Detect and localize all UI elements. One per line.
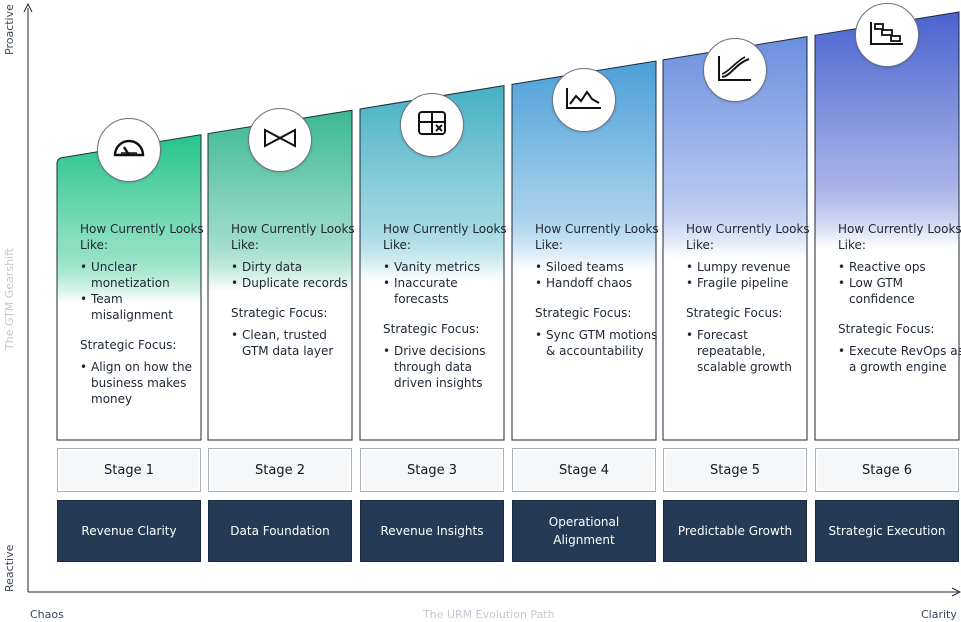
strategic-focus-heading: Strategic Focus: bbox=[80, 338, 177, 352]
current-list: Dirty dataDuplicate records bbox=[231, 259, 357, 291]
current-list: Siloed teamsHandoff chaos bbox=[535, 259, 661, 291]
focus-list: Sync GTM motions & accountability bbox=[535, 327, 661, 359]
table-x-icon bbox=[417, 110, 447, 141]
current-list: Unclear monetizationTeam misalignment bbox=[80, 259, 206, 323]
stage-title-6: Strategic Execution bbox=[815, 500, 959, 562]
stage-icon-circle-3 bbox=[400, 93, 464, 157]
focus-list: Align on how the business makes money bbox=[80, 359, 206, 407]
focus-item: Align on how the business makes money bbox=[80, 359, 206, 407]
current-heading: How Currently Looks Like: bbox=[535, 222, 659, 252]
current-item: Dirty data bbox=[231, 259, 357, 275]
stage-label-6: Stage 6 bbox=[815, 448, 959, 492]
focus-list: Drive decisions through data driven insi… bbox=[383, 343, 509, 391]
strategic-focus-heading: Strategic Focus: bbox=[383, 322, 480, 336]
strategic-focus-heading: Strategic Focus: bbox=[838, 322, 935, 336]
current-item: Fragile pipeline bbox=[686, 275, 812, 291]
current-heading: How Currently Looks Like: bbox=[686, 222, 810, 252]
growth-curve-icon bbox=[717, 54, 753, 87]
axis-label-clarity: Clarity bbox=[921, 608, 957, 621]
current-list: Lumpy revenueFragile pipeline bbox=[686, 259, 812, 291]
axis-label-proactive: Proactive bbox=[3, 4, 16, 55]
gantt-icon bbox=[869, 20, 905, 51]
stage-title-2: Data Foundation bbox=[208, 500, 352, 562]
stage-description-4: How Currently Looks Like: Siloed teamsHan… bbox=[535, 221, 661, 359]
x-axis-arrow bbox=[951, 587, 961, 597]
gauge-icon bbox=[112, 137, 146, 164]
focus-list: Forecast repeatable, scalable growth bbox=[686, 327, 812, 375]
stage-description-1: How Currently Looks Like: Unclear monetiz… bbox=[80, 221, 206, 407]
current-item: Siloed teams bbox=[535, 259, 661, 275]
stage-description-5: How Currently Looks Like: Lumpy revenueFr… bbox=[686, 221, 812, 375]
strategic-focus-heading: Strategic Focus: bbox=[686, 306, 783, 320]
strategic-focus-heading: Strategic Focus: bbox=[535, 306, 632, 320]
focus-list: Execute RevOps as a growth engine bbox=[838, 343, 961, 375]
stage-description-3: How Currently Looks Like: Vanity metricsI… bbox=[383, 221, 509, 391]
line-chart-icon bbox=[565, 86, 603, 115]
stage-description-6: How Currently Looks Like: Reactive opsLow… bbox=[838, 221, 961, 375]
current-list: Vanity metricsInaccurate forecasts bbox=[383, 259, 509, 307]
stage-title-5: Predictable Growth bbox=[663, 500, 807, 562]
current-item: Duplicate records bbox=[231, 275, 357, 291]
stage-icon-circle-5 bbox=[703, 38, 767, 102]
focus-item: Sync GTM motions & accountability bbox=[535, 327, 661, 359]
focus-list: Clean, trusted GTM data layer bbox=[231, 327, 357, 359]
current-heading: How Currently Looks Like: bbox=[231, 222, 355, 252]
focus-item: Clean, trusted GTM data layer bbox=[231, 327, 357, 359]
current-item: Inaccurate forecasts bbox=[383, 275, 509, 307]
stage-title-4: Operational Alignment bbox=[512, 500, 656, 562]
y-axis-arrow bbox=[23, 2, 33, 13]
focus-item: Execute RevOps as a growth engine bbox=[838, 343, 961, 375]
focus-item: Drive decisions through data driven insi… bbox=[383, 343, 509, 391]
current-heading: How Currently Looks Like: bbox=[838, 222, 961, 252]
current-item: Unclear monetization bbox=[80, 259, 206, 291]
axis-label-gtm-gearshift: The GTM Gearshift bbox=[3, 247, 16, 350]
current-item: Reactive ops bbox=[838, 259, 961, 275]
stage-label-5: Stage 5 bbox=[663, 448, 807, 492]
current-heading: How Currently Looks Like: bbox=[80, 222, 204, 252]
stage-label-4: Stage 4 bbox=[512, 448, 656, 492]
stage-icon-circle-6 bbox=[855, 3, 919, 67]
current-list: Reactive opsLow GTM confidence bbox=[838, 259, 961, 307]
axis-label-chaos: Chaos bbox=[30, 608, 64, 621]
axis-label-reactive: Reactive bbox=[3, 544, 16, 592]
current-heading: How Currently Looks Like: bbox=[383, 222, 507, 252]
strategic-focus-heading: Strategic Focus: bbox=[231, 306, 328, 320]
focus-item: Forecast repeatable, scalable growth bbox=[686, 327, 812, 375]
current-item: Handoff chaos bbox=[535, 275, 661, 291]
stage-description-2: How Currently Looks Like: Dirty dataDupli… bbox=[231, 221, 357, 359]
stage-icon-circle-4 bbox=[552, 68, 616, 132]
stage-icon-circle-2 bbox=[248, 108, 312, 172]
stage-title-3: Revenue Insights bbox=[360, 500, 504, 562]
current-item: Vanity metrics bbox=[383, 259, 509, 275]
current-item: Team misalignment bbox=[80, 291, 206, 323]
bowtie-icon bbox=[263, 127, 297, 153]
current-item: Lumpy revenue bbox=[686, 259, 812, 275]
current-item: Low GTM confidence bbox=[838, 275, 961, 307]
stage-label-3: Stage 3 bbox=[360, 448, 504, 492]
stage-icon-circle-1 bbox=[97, 118, 161, 182]
stage-title-1: Revenue Clarity bbox=[57, 500, 201, 562]
stage-label-2: Stage 2 bbox=[208, 448, 352, 492]
stage-label-1: Stage 1 bbox=[57, 448, 201, 492]
axis-label-urm-evolution-path: The URM Evolution Path bbox=[423, 608, 555, 621]
